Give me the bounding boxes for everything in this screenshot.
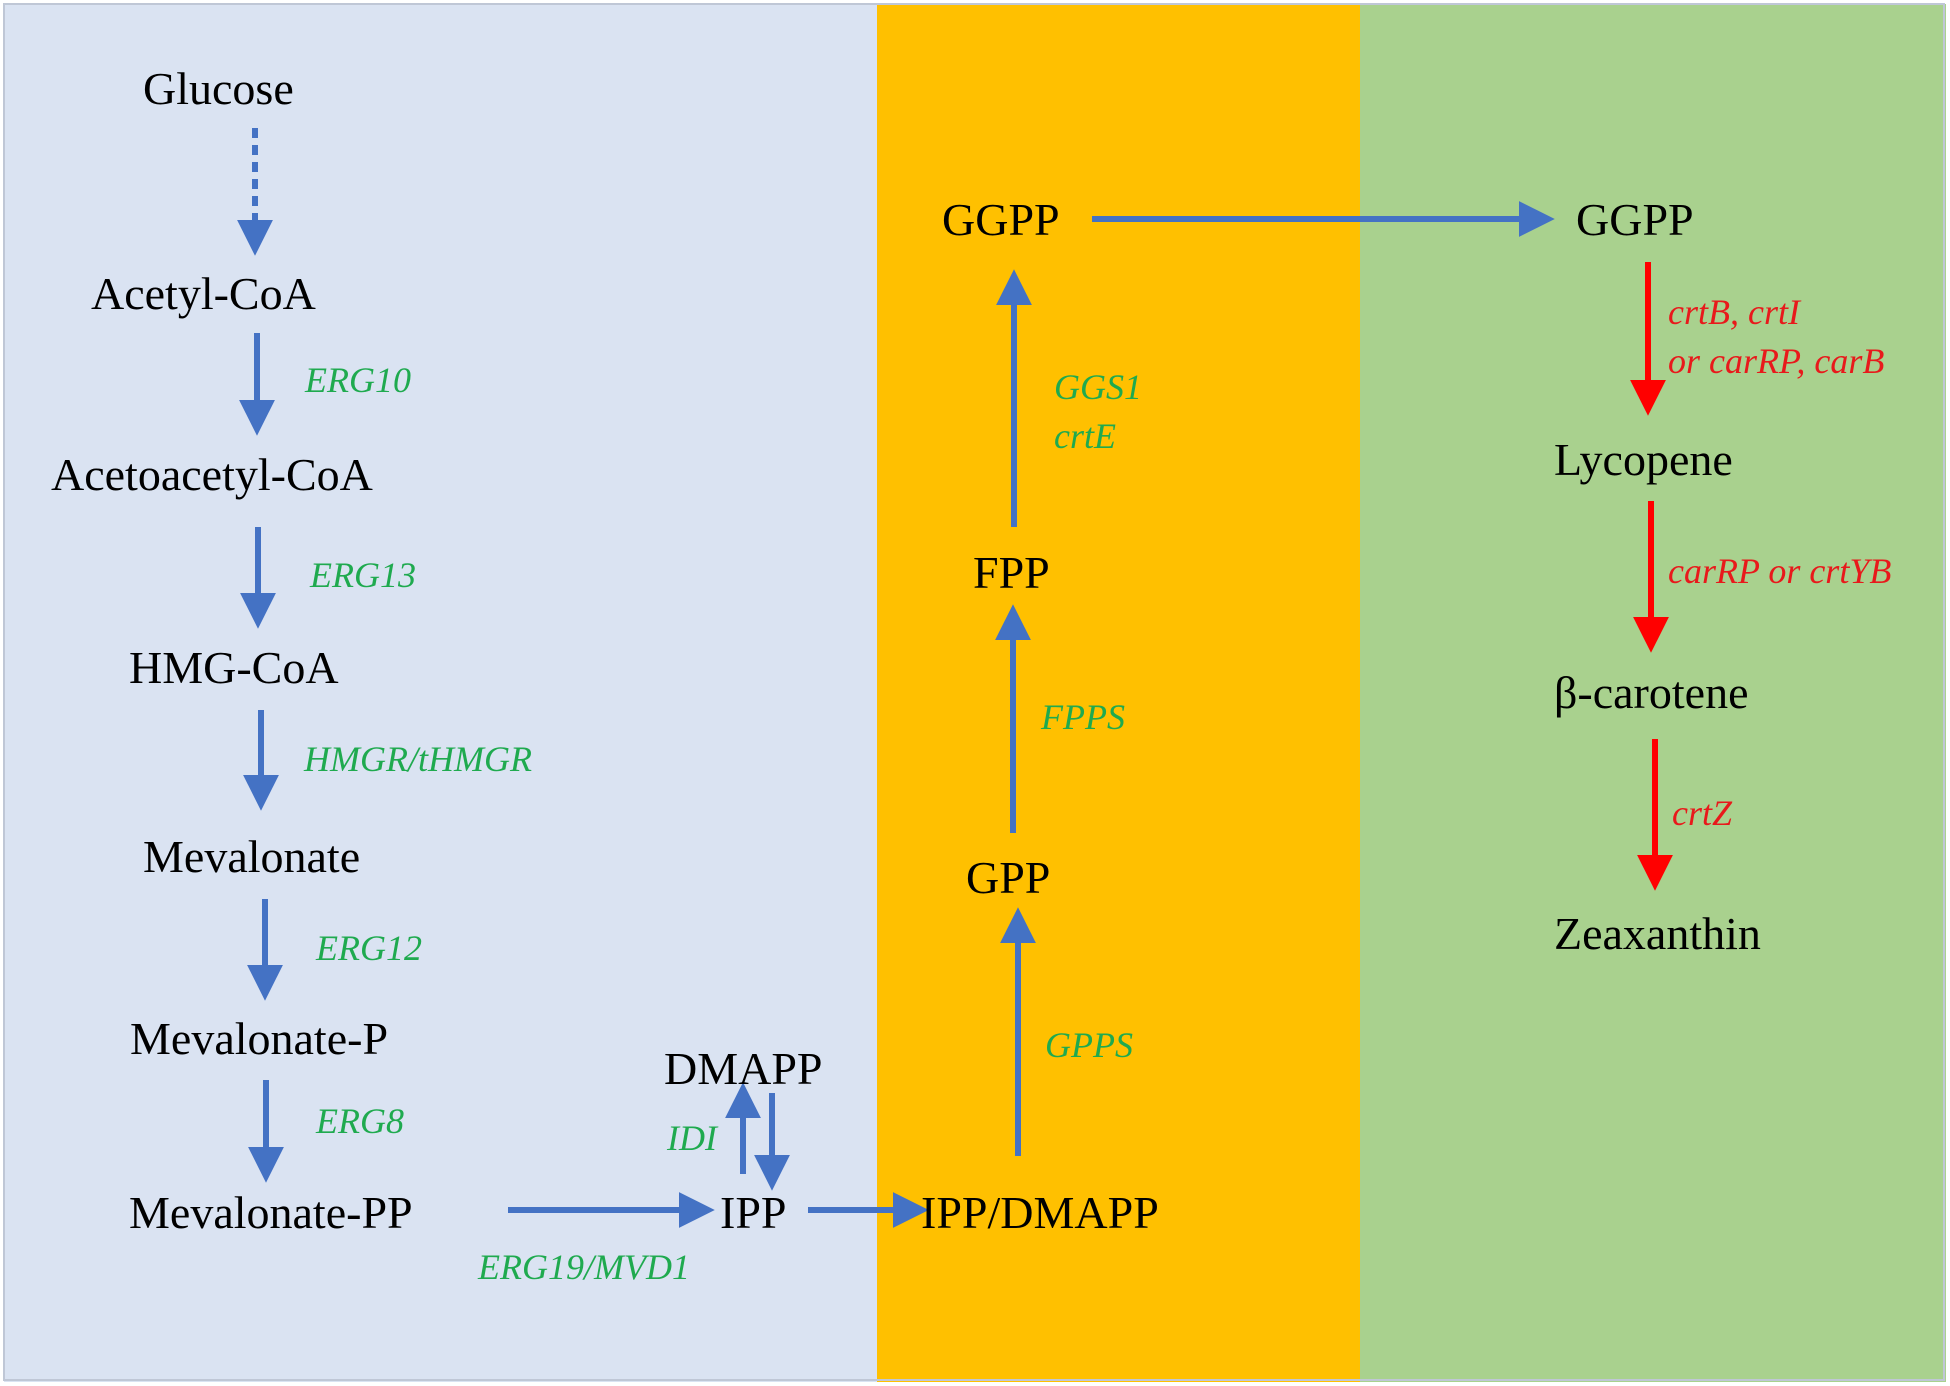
metabolite-mevalonate-p: Mevalonate-P <box>130 1013 389 1064</box>
metabolite-gpp: GPP <box>966 852 1051 903</box>
enzyme-carrp-or-crtyb: carRP or crtYB <box>1668 551 1892 591</box>
metabolite-ipp-dmapp: IPP/DMAPP <box>921 1187 1159 1238</box>
enzyme-erg13: ERG13 <box>310 555 416 595</box>
enzyme-hmgr: HMGR/tHMGR <box>304 739 532 779</box>
metabolite-beta-carotene: β-carotene <box>1554 667 1749 718</box>
enzyme-ggs1: GGS1 <box>1054 367 1142 407</box>
metabolite-ggpp-right: GGPP <box>1576 194 1694 245</box>
enzyme-crtb-crti: crtB, crtI or carRP, carB <box>1668 288 1884 385</box>
prenyl-pyrophosphate-panel <box>877 4 1360 1382</box>
enzyme-erg12: ERG12 <box>316 928 422 968</box>
carotenoid-panel <box>1360 4 1946 1382</box>
enzyme-crte: crtE <box>1054 415 1116 456</box>
metabolite-fpp: FPP <box>973 547 1050 598</box>
metabolite-ggpp-middle: GGPP <box>942 194 1060 245</box>
enzyme-idi: IDI <box>667 1118 717 1158</box>
enzyme-gpps: GPPS <box>1045 1025 1133 1065</box>
metabolite-mevalonate: Mevalonate <box>143 831 361 882</box>
enzyme-or-carrp-carb-line: or carRP, carB <box>1668 340 1885 381</box>
metabolite-lycopene: Lycopene <box>1554 434 1733 485</box>
enzyme-erg8: ERG8 <box>316 1101 404 1141</box>
enzyme-ggs1-crte: GGS1 crtE <box>1054 363 1142 460</box>
metabolite-ipp: IPP <box>720 1187 787 1238</box>
metabolite-dmapp: DMAPP <box>664 1043 823 1094</box>
metabolite-acetoacetyl-coa: Acetoacetyl-CoA <box>51 449 373 500</box>
enzyme-crtz: crtZ <box>1672 793 1733 833</box>
metabolite-mevalonate-pp: Mevalonate-PP <box>129 1187 413 1238</box>
metabolite-acetyl-coa: Acetyl-CoA <box>91 268 316 319</box>
enzyme-erg10: ERG10 <box>305 360 411 400</box>
enzyme-erg19-mvd1: ERG19/MVD1 <box>478 1247 690 1287</box>
enzyme-fpps: FPPS <box>1041 697 1125 737</box>
metabolite-glucose: Glucose <box>143 63 294 114</box>
metabolite-zeaxanthin: Zeaxanthin <box>1554 908 1761 959</box>
enzyme-crtb-crti-line: crtB, crtI <box>1668 292 1800 332</box>
metabolite-hmg-coa: HMG-CoA <box>129 642 339 693</box>
mevalonate-pathway-panel <box>4 4 877 1382</box>
